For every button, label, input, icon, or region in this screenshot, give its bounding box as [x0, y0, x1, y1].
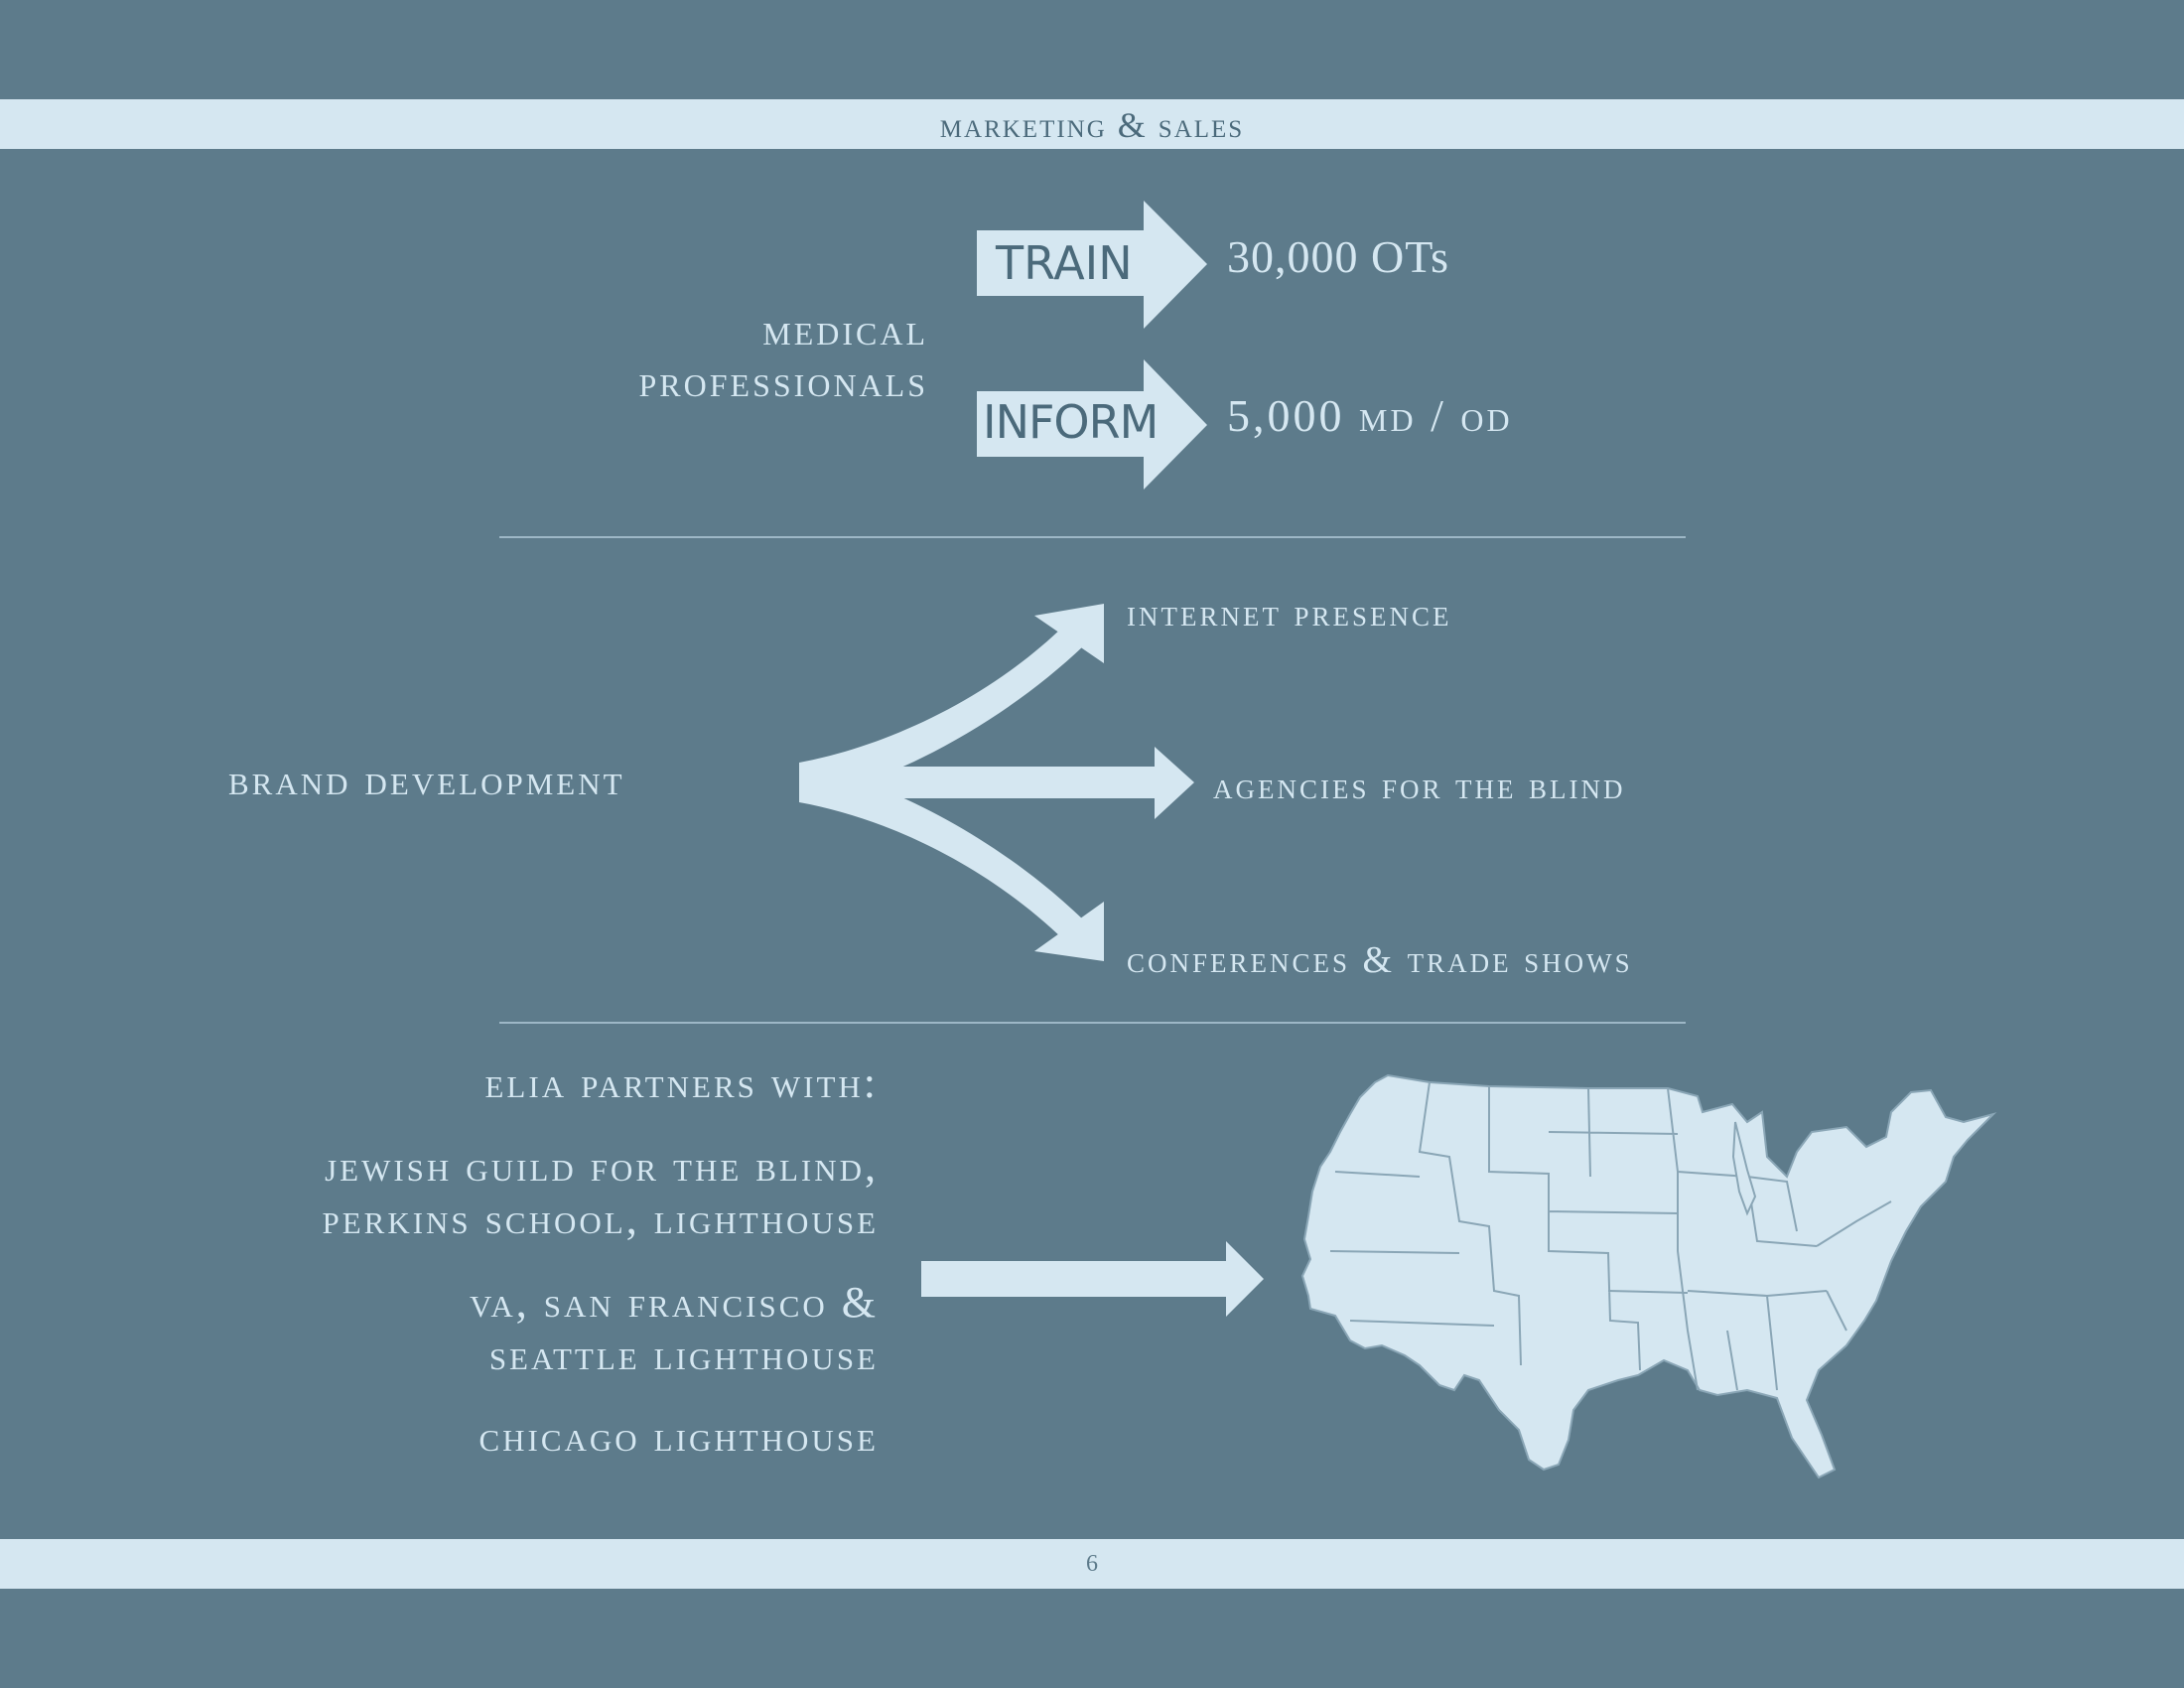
usa-map-icon — [1300, 1073, 1997, 1479]
partner-line: VA, SAN FRANCISCO & — [469, 1278, 879, 1327]
inform-arrow-label: INFORM — [983, 395, 1159, 449]
section-title: MARKETING & SALES — [939, 105, 1245, 145]
partner-group-2: VA, SAN FRANCISCO & SEATTLE LIGHTHOUSE — [470, 1276, 879, 1381]
train-arrow-icon — [977, 201, 1207, 329]
medical-label-line1: MEDICAL — [762, 304, 928, 354]
section-divider — [499, 536, 1686, 538]
partners-arrow-icon — [921, 1241, 1264, 1317]
footer-band — [0, 1539, 2184, 1589]
inform-arrow-icon — [977, 359, 1207, 490]
partner-line: SEATTLE LIGHTHOUSE — [488, 1331, 879, 1379]
branching-arrows-icon — [799, 604, 1194, 961]
medical-professionals-label: MEDICAL PROFESSIONALS — [477, 304, 928, 407]
partners-heading: ELIA PARTNERS WITH: — [484, 1058, 879, 1107]
page-number: 6 — [1086, 1551, 1098, 1577]
medical-label-line2: PROFESSIONALS — [638, 355, 928, 406]
train-stat: 30,000 OTs — [1227, 231, 1450, 282]
brand-development-label: BRAND DEVELOPMENT — [228, 756, 625, 804]
branch-agencies-for-the-blind: AGENCIES FOR THE BLIND — [1213, 766, 1626, 807]
branch-conferences-trade-shows: CONFERENCES & TRADE SHOWS — [1127, 939, 1633, 981]
partner-line: JEWISH GUILD FOR THE BLIND, — [325, 1142, 879, 1191]
partner-line: PERKINS SCHOOL, LIGHTHOUSE — [322, 1195, 879, 1243]
train-arrow-label: TRAIN — [996, 236, 1133, 290]
header-band — [0, 99, 2184, 149]
partner-group-3: CHICAGO LIGHTHOUSE — [478, 1412, 879, 1461]
section-divider — [499, 1022, 1686, 1024]
inform-stat: 5,000 MD / OD — [1227, 390, 1513, 441]
branch-internet-presence: INTERNET PRESENCE — [1127, 593, 1452, 634]
partner-group-1: JEWISH GUILD FOR THE BLIND, PERKINS SCHO… — [322, 1140, 879, 1245]
